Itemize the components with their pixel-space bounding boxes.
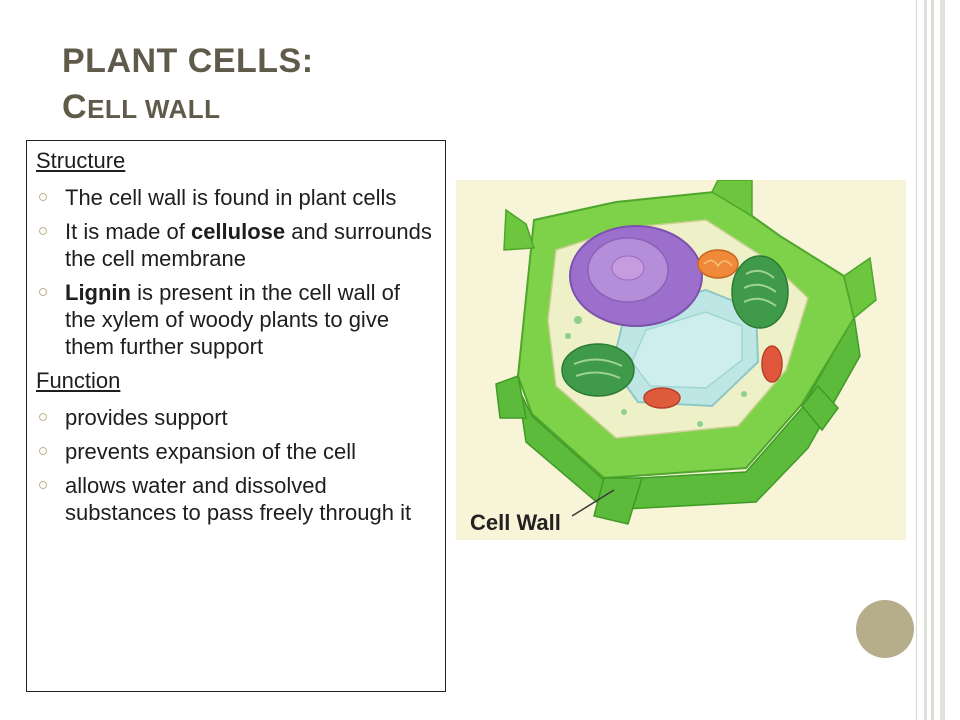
plant-cell-illustration: Cell Wall: [470, 180, 877, 535]
function-item-text: provides support: [65, 405, 228, 430]
bullet-circle-icon: [39, 481, 47, 489]
label-leader-line: [571, 489, 615, 517]
decorative-circle: [856, 600, 914, 658]
bullet-circle-icon: [39, 193, 47, 201]
slide-border-stripes: [914, 0, 960, 720]
bullet-circle-icon: [39, 447, 47, 455]
title-line-2: CELL WALL: [62, 88, 221, 126]
structure-list: The cell wall is found in plant cells It…: [36, 184, 435, 360]
title-line-2-initial: C: [62, 88, 88, 126]
structure-item: Lignin is present in the cell wall of th…: [36, 279, 435, 360]
plant-cell-figure: Cell Wall: [456, 180, 906, 540]
function-heading: Function: [36, 368, 121, 393]
structure-item-text: and surrounds the cell membrane: [65, 219, 432, 271]
structure-item-bold: cellulose: [190, 219, 286, 244]
structure-item-bold: Lignin: [65, 280, 131, 305]
function-item: allows water and dissolved substances to…: [36, 472, 435, 526]
bullet-circle-icon: [39, 413, 47, 421]
structure-item: It is made of cellulose and surrounds th…: [36, 218, 435, 272]
structure-item-text: is present in the cell wall of the xylem…: [65, 280, 401, 359]
title-line-1: PLANT CELLS:: [62, 42, 314, 80]
structure-item-text: The cell wall is found in plant cells: [65, 185, 397, 210]
function-list: provides support prevents expansion of t…: [36, 404, 435, 526]
function-item: prevents expansion of the cell: [36, 438, 435, 465]
content-text-box: Structure The cell wall is found in plan…: [26, 140, 446, 692]
bullet-circle-icon: [39, 288, 47, 296]
slide-title: PLANT CELLS: CELL WALL: [62, 38, 314, 132]
title-line-2-rest: ELL WALL: [87, 94, 221, 124]
structure-heading: Structure: [36, 148, 126, 173]
structure-item-text: It is made of: [65, 219, 191, 244]
bullet-circle-icon: [39, 227, 47, 235]
function-item-text: allows water and dissolved substances to…: [65, 473, 412, 525]
cell-wall-label: Cell Wall: [470, 510, 561, 535]
function-item-text: prevents expansion of the cell: [65, 439, 357, 464]
function-item: provides support: [36, 404, 435, 431]
structure-item: The cell wall is found in plant cells: [36, 184, 435, 211]
